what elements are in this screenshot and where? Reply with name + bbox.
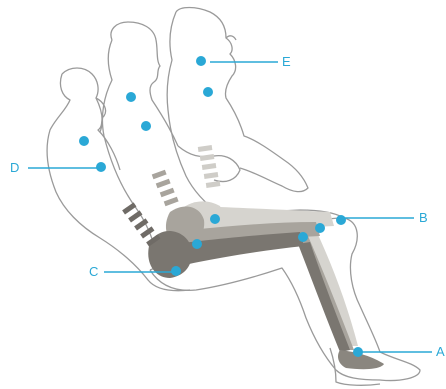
point-ankle: [353, 347, 363, 357]
point-torso-mid-rear: [96, 162, 106, 172]
point-torso-upper-rear: [79, 136, 89, 146]
point-torso-mid-front: [203, 87, 213, 97]
point-knee-rear: [315, 223, 325, 233]
measurement-points: [79, 56, 363, 357]
spine-middle: [152, 170, 179, 206]
callout-label-e: E: [282, 54, 291, 69]
point-torso-mid-mid: [141, 121, 151, 131]
point-hip-front: [210, 214, 220, 224]
point-torso-upper-front: [196, 56, 206, 66]
callout-label-a: A: [436, 344, 445, 359]
skeleton: [122, 145, 384, 369]
point-pelvis: [171, 266, 181, 276]
point-thigh-mid: [298, 232, 308, 242]
callout-label-c: C: [89, 264, 98, 279]
figure-front-outline: [167, 8, 308, 215]
callout-label-d: D: [10, 160, 19, 175]
spine-front: [198, 145, 221, 188]
callout-label-b: B: [419, 210, 428, 225]
point-hip-mid: [192, 239, 202, 249]
point-knee-front: [336, 215, 346, 225]
point-torso-upper-mid: [126, 92, 136, 102]
spine-rear: [122, 202, 160, 246]
